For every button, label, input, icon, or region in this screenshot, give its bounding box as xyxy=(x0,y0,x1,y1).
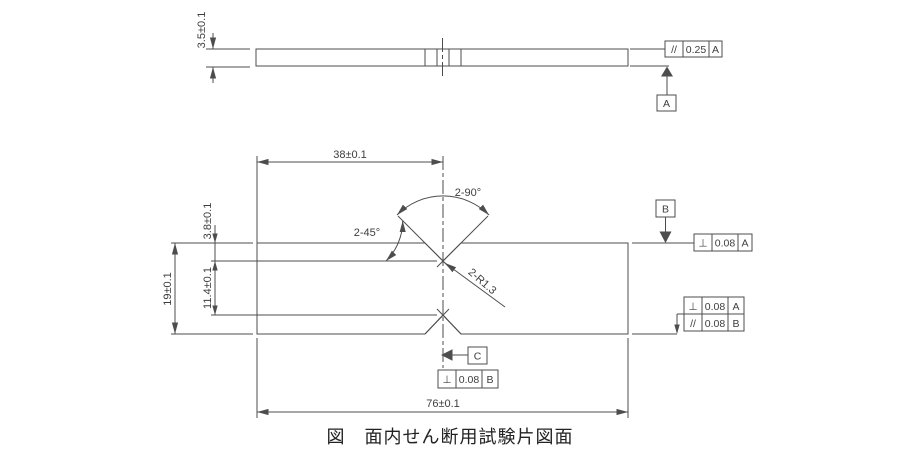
side-view-notch-projection-lines xyxy=(424,49,462,66)
front-view: 2-90° 2-45° 2-R1.3 38±0.1 xyxy=(162,149,753,418)
width-dimension: 19±0.1 xyxy=(162,243,179,334)
notch-fcf: ⊥ 0.08 B xyxy=(437,369,499,389)
notch-center-text: 38±0.1 xyxy=(333,149,367,161)
top-edge-fcf-datum: A xyxy=(741,238,748,250)
datum-c-label: C xyxy=(474,351,482,363)
bottom-edge-fcf: ⊥ 0.08 A // 0.08 B xyxy=(674,296,745,334)
datum-a-triangle-icon xyxy=(661,66,673,77)
thickness-dimension-text: 3.5±0.1 xyxy=(196,12,208,49)
top-edge-fcf-tolerance: 0.08 xyxy=(715,238,736,250)
bottom-edge-fcf-row2-datum: B xyxy=(732,318,739,330)
parallelism-symbol: // xyxy=(671,44,677,56)
side-view-parallelism-fcf: // 0.25 A xyxy=(630,40,723,58)
top-edge-fcf-symbol: ⊥ xyxy=(698,238,707,250)
bottom-edge-fcf-row1-datum: A xyxy=(732,301,739,313)
notch-angle-text: 2-90° xyxy=(455,187,481,199)
notch-radius-callout: 2-R1.3 xyxy=(444,262,506,308)
top-edge-fcf: ⊥ 0.08 A xyxy=(693,233,753,252)
extension-lines xyxy=(171,156,694,418)
notch-fcf-datum: B xyxy=(486,374,493,386)
parallelism-datum-ref: A xyxy=(712,44,719,56)
notch-tip-span-text: 11.4±0.1 xyxy=(202,267,214,309)
datum-b-triangle-icon xyxy=(659,231,672,243)
datum-b-flag: B xyxy=(655,199,676,243)
notch-angle-dimension: 2-90° xyxy=(396,187,490,216)
bottom-edge-fcf-row2-tolerance: 0.08 xyxy=(705,318,726,330)
length-text: 76±0.1 xyxy=(426,398,460,410)
thickness-dimension: 3.5±0.1 xyxy=(196,12,250,83)
bottom-edge-fcf-leader-arrow xyxy=(674,324,680,334)
datum-c-triangle-icon xyxy=(441,349,453,361)
bottom-edge-fcf-row1-symbol: ⊥ xyxy=(688,301,697,313)
notch-open-angle-dimension: 2-45° xyxy=(354,220,406,262)
datum-a-label: A xyxy=(663,98,670,110)
parallelism-tolerance: 0.25 xyxy=(686,44,707,56)
notch-depth-text: 3.8±0.1 xyxy=(202,203,214,240)
notch-depth-dimensions: 3.8±0.1 11.4±0.1 xyxy=(202,203,218,315)
notch-open-angle-text: 2-45° xyxy=(354,227,380,239)
datum-b-label: B xyxy=(662,204,669,216)
datum-a-flag: A xyxy=(630,65,677,112)
figure-caption: 図 面内せん断用試験片図面 xyxy=(327,427,574,447)
side-view: 3.5±0.1 // 0.25 A A xyxy=(196,12,723,112)
bottom-edge-fcf-row2-symbol: // xyxy=(690,318,696,330)
bottom-edge-fcf-row1-tolerance: 0.08 xyxy=(705,301,726,313)
notch-fcf-tolerance: 0.08 xyxy=(459,374,480,386)
notch-face-extension-lines xyxy=(397,215,489,335)
length-dimension: 76±0.1 xyxy=(257,398,628,416)
notch-fcf-symbol: ⊥ xyxy=(442,374,451,386)
notch-center-dimension: 38±0.1 xyxy=(257,149,443,166)
datum-c-flag: C xyxy=(441,346,488,365)
width-text: 19±0.1 xyxy=(162,272,174,306)
